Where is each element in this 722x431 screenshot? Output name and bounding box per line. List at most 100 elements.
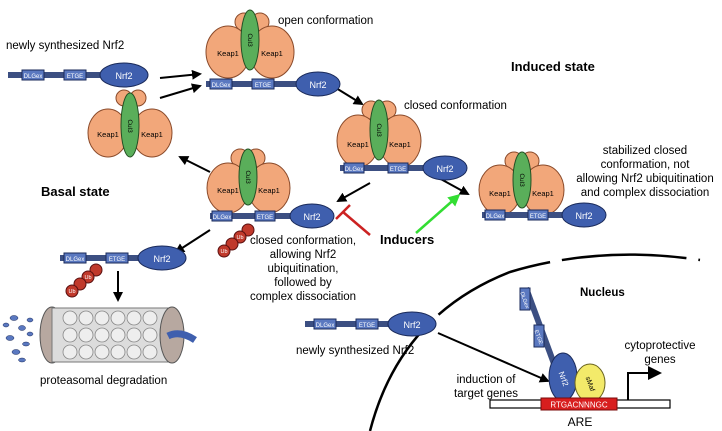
svg-text:Nrf2: Nrf2	[403, 320, 420, 330]
ub-chain-complex: Ub Ub	[217, 223, 255, 258]
ub-chain-free: Ub Ub	[65, 263, 103, 298]
label-nucleus: Nucleus	[580, 287, 625, 299]
arrow-induction-target	[437, 332, 550, 383]
label-closed-allowing: closed conformation, allowing Nrf2 ubiqu…	[250, 235, 356, 303]
inducer-green-arrow	[415, 194, 461, 234]
svg-text:sMaf: sMaf	[584, 376, 596, 393]
svg-text:ETGE: ETGE	[109, 257, 125, 263]
arrow-newnrf2-to-open	[159, 69, 202, 80]
svg-text:ETGE: ETGE	[390, 167, 406, 173]
svg-text:DLGex: DLGex	[486, 214, 505, 220]
svg-text:Keap1: Keap1	[489, 189, 511, 198]
svg-text:Ub: Ub	[84, 275, 91, 281]
svg-text:Keap1: Keap1	[217, 186, 239, 195]
svg-text:Cul3: Cul3	[244, 170, 251, 184]
nrf2-free-top: DLGex ETGE Nrf2	[8, 62, 149, 88]
keap1-cul3-free: Keap1 Keap1 Cul3	[87, 89, 173, 158]
arrow-open-to-closed	[335, 87, 364, 106]
label-are: ARE	[568, 415, 593, 429]
svg-text:Cul3: Cul3	[126, 119, 133, 133]
nucleus-envelope	[368, 253, 701, 431]
svg-text:DLGex: DLGex	[518, 291, 530, 309]
svg-text:RTGACNNNGC: RTGACNNNGC	[550, 401, 607, 410]
svg-text:DLGex: DLGex	[24, 74, 43, 80]
stabilized-line-2: conformation, not	[601, 159, 691, 171]
proteasome	[2, 306, 197, 364]
closed-allow-line-1: closed conformation,	[250, 235, 356, 247]
svg-text:Keap1: Keap1	[261, 49, 283, 58]
arrow-closed-to-ub	[336, 182, 371, 202]
closed-allow-line-3: ubiquitination,	[268, 263, 339, 275]
svg-text:Nrf2: Nrf2	[303, 212, 320, 222]
svg-text:DLGex: DLGex	[66, 257, 85, 263]
arrow-keap1-to-open	[159, 83, 202, 99]
dlgex-box	[21, 69, 45, 81]
label-inducers: Inducers	[380, 232, 434, 247]
complex-stabilized: Keap1 Keap1 Cul3 DLGex ETGE Nrf2	[478, 151, 607, 228]
svg-text:ETGE: ETGE	[257, 215, 273, 221]
label-open-conformation: open conformation	[278, 15, 373, 27]
stabilized-line-1: stabilized closed	[603, 145, 687, 157]
svg-text:Keap1: Keap1	[141, 130, 163, 139]
label-newly-synth-bottom: newly synthesized Nrf2	[296, 345, 414, 357]
complex-closed: Keap1 Keap1 Cul3 DLGex ETGE Nrf2	[336, 99, 468, 181]
induction-line-2: target genes	[454, 388, 518, 400]
svg-text:Nrf2: Nrf2	[436, 164, 453, 174]
stabilized-line-3: allowing Nrf2 ubiquitination	[576, 173, 713, 185]
svg-text:Ub: Ub	[68, 289, 75, 295]
label-proteasomal-degradation: proteasomal degradation	[40, 375, 167, 387]
label-induction: induction of target genes	[454, 374, 518, 400]
induction-line-1: induction of	[457, 374, 517, 386]
nuclear-nrf2-smaf: DLGex ETGE Nrf2 sMaf	[518, 286, 606, 403]
cytoprotective-line-2: genes	[644, 354, 676, 366]
svg-text:Keap1: Keap1	[347, 140, 369, 149]
closed-allow-line-5: complex dissociation	[250, 291, 356, 303]
svg-text:Ub: Ub	[220, 249, 227, 255]
arrow-basal-to-keap1	[178, 156, 211, 173]
svg-text:Nrf2: Nrf2	[153, 254, 170, 264]
svg-text:ETGE: ETGE	[255, 83, 271, 89]
closed-allow-line-2: allowing Nrf2	[270, 249, 336, 261]
label-closed-conformation: closed conformation	[404, 100, 507, 112]
label-newly-synth-top: newly synthesized Nrf2	[6, 40, 124, 52]
svg-text:Nrf2: Nrf2	[115, 71, 132, 81]
transcription-arrow	[627, 366, 662, 400]
svg-text:Nrf2: Nrf2	[309, 80, 326, 90]
svg-text:ETGE: ETGE	[359, 323, 375, 329]
stabilized-line-4: and complex dissociation	[581, 187, 710, 199]
cytoprotective-line-1: cytoprotective	[625, 340, 696, 352]
svg-text:Keap1: Keap1	[97, 130, 119, 139]
svg-text:DLGex: DLGex	[345, 167, 364, 173]
inducer-inhibition	[335, 204, 371, 236]
are-dna: RTGACNNNGC	[489, 397, 671, 411]
svg-text:Keap1: Keap1	[532, 189, 554, 198]
svg-text:Cul3: Cul3	[518, 173, 525, 187]
svg-text:Keap1: Keap1	[217, 49, 239, 58]
svg-text:Keap1: Keap1	[389, 140, 411, 149]
label-induced-state: Induced state	[511, 59, 595, 74]
etge-box	[63, 69, 87, 81]
label-basal-state: Basal state	[41, 184, 110, 199]
svg-text:ETGE: ETGE	[530, 214, 546, 220]
closed-allow-line-4: followed by	[274, 277, 332, 289]
complex-ubiquitinated: Keap1 Keap1 Cul3 DLGex ETGE Nrf2 Ub Ub	[206, 148, 335, 258]
svg-text:Nrf2: Nrf2	[575, 211, 592, 221]
nrf2-free-bottom: DLGex ETGE Nrf2	[305, 311, 437, 337]
svg-text:DLGex: DLGex	[213, 215, 232, 221]
svg-text:Cul3: Cul3	[375, 123, 382, 137]
nrf2-domain	[99, 62, 149, 88]
arrow-ub-to-free-nrf2	[174, 229, 211, 254]
complex-open: Keap1 Keap1 Cul3 DLGex ETGE Nrf2	[205, 9, 341, 97]
svg-text:Cul3: Cul3	[246, 33, 253, 47]
svg-text:ETGE: ETGE	[533, 329, 544, 345]
svg-text:Keap1: Keap1	[258, 186, 280, 195]
svg-text:DLGex: DLGex	[316, 323, 335, 329]
are-box	[540, 397, 618, 411]
label-cytoprotective: cytoprotective genes	[625, 340, 696, 366]
svg-text:Ub: Ub	[236, 235, 243, 241]
label-stabilized-closed: stabilized closed conformation, not allo…	[576, 145, 713, 199]
svg-text:DLGex: DLGex	[212, 83, 231, 89]
nrf2-free-ubiquitinated: DLGex ETGE Nrf2 Ub Ub	[60, 245, 187, 298]
peptide-fragments	[2, 315, 34, 363]
